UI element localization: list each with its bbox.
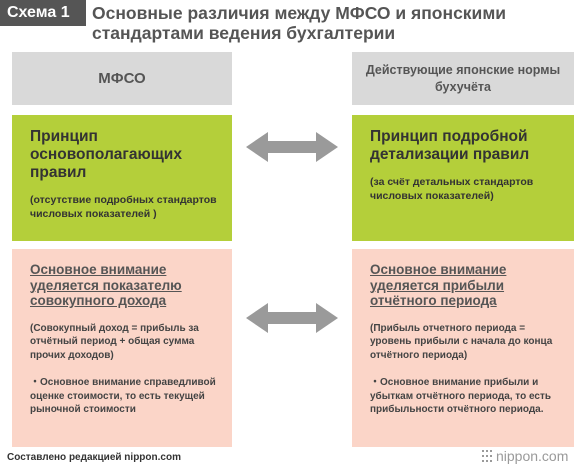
- double-headed-arrow-icon: [246, 132, 338, 162]
- scheme-badge: Схема 1: [0, 0, 86, 26]
- column-header-ifrs-label: МФСО: [98, 70, 146, 87]
- focus-heading-japan: Основное внимание уделяется прибыли отчё…: [370, 262, 507, 308]
- focus-heading-ifrs: Основное внимание уделяется показателю с…: [30, 262, 182, 308]
- focus-box-japan: Основное внимание уделяется прибыли отчё…: [352, 249, 574, 447]
- focus-box-ifrs: Основное внимание уделяется показателю с…: [12, 249, 232, 447]
- principle-box-japan: Принцип подробной детализации правил (за…: [352, 115, 574, 241]
- focus-note-japan: ・Основное внимание прибыли и убыткам отч…: [370, 377, 551, 415]
- brand-logo: nippon.com: [482, 448, 568, 464]
- principle-box-ifrs: Принцип основополагающих правил (отсутст…: [12, 115, 232, 241]
- double-headed-arrow-icon: [246, 303, 338, 333]
- column-header-japan: Действующие японские нормы бухучёта: [352, 52, 574, 105]
- principle-detail-japan: (за счёт детальных стандартов числовых п…: [370, 176, 534, 202]
- source-credit: Составлено редакцией nippon.com: [7, 452, 181, 463]
- nippon-logo-icon: [482, 450, 492, 462]
- focus-note-ifrs: ・Основное внимание справедливой оценке с…: [30, 377, 216, 415]
- focus-detail-japan: (Прибыль отчетного периода = уровень при…: [370, 322, 553, 361]
- focus-detail-ifrs: (Совокупный доход = прибыль за отчётный …: [30, 322, 199, 361]
- diagram-title: Основные различия между МФСО и японскими…: [92, 3, 507, 43]
- principle-heading-ifrs: Принцип основополагающих правил: [30, 128, 182, 181]
- column-header-ifrs: МФСО: [12, 52, 232, 105]
- principle-detail-ifrs: (отсутствие подробных стандартов числовы…: [30, 194, 217, 220]
- principle-heading-japan: Принцип подробной детализации правил: [370, 128, 530, 163]
- brand-name: nippon.com: [496, 448, 569, 464]
- column-header-japan-label: Действующие японские нормы бухучёта: [365, 62, 561, 94]
